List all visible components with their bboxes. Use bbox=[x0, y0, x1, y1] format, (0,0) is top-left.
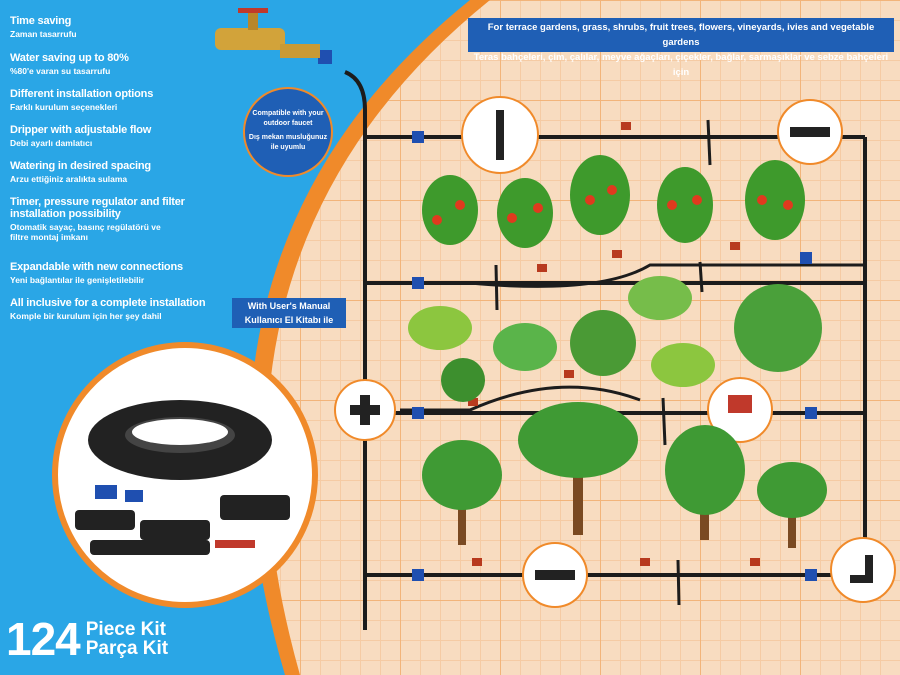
feature-en: All inclusive for a complete installatio… bbox=[10, 297, 206, 309]
faucet-badge-en: Compatible with your outdoor faucet bbox=[252, 110, 324, 127]
feature-item: All inclusive for a complete installatio… bbox=[10, 297, 206, 321]
usage-banner-en: For terrace gardens, grass, shrubs, frui… bbox=[487, 22, 875, 48]
faucet-compatibility-badge: Compatible with your outdoor faucet Dış … bbox=[243, 87, 333, 177]
usage-banner: For terrace gardens, grass, shrubs, frui… bbox=[468, 18, 894, 78]
trees bbox=[422, 402, 827, 548]
blue-valves bbox=[318, 50, 817, 581]
tomato-plants bbox=[422, 155, 805, 248]
drip-pipes bbox=[344, 70, 867, 630]
hose-coil bbox=[88, 400, 272, 480]
faucet-icon bbox=[215, 8, 320, 58]
feature-tr: Zaman tasarrufu bbox=[10, 29, 77, 39]
kit-label-en: Piece Kit bbox=[85, 619, 167, 640]
manual-banner: With User's Manual Kullanıcı El Kitabı i… bbox=[232, 298, 346, 328]
feature-item: Timer, pressure regulator and filter ins… bbox=[10, 196, 210, 242]
feature-en: Expandable with new connections bbox=[10, 261, 183, 273]
stakes bbox=[494, 119, 712, 606]
feature-en: Water saving up to 80% bbox=[10, 52, 129, 64]
usage-banner-tr: Teras bahçeleri, çim, çalılar, meyve ağa… bbox=[473, 52, 889, 78]
feature-en: Timer, pressure regulator and filter ins… bbox=[10, 196, 185, 220]
feature-item: Water saving up to 80% %80'e varan su tas… bbox=[10, 52, 129, 76]
faucet-badge-tr: Dış mekan musluğunuz ile uyumlu bbox=[248, 134, 328, 151]
feature-tr: %80'e varan su tasarrufu bbox=[10, 66, 111, 76]
manual-banner-en: With User's Manual bbox=[247, 301, 331, 311]
red-drippers bbox=[468, 122, 760, 566]
manual-banner-tr: Kullanıcı El Kitabı ile bbox=[244, 315, 334, 325]
feature-en: Different installation options bbox=[10, 88, 154, 100]
kit-label-tr: Parça Kit bbox=[85, 638, 169, 659]
feature-tr: Debi ayarlı damlatıcı bbox=[10, 138, 93, 148]
feature-tr: Otomatik sayaç, basınç regülatörü ve fil… bbox=[10, 222, 161, 242]
feature-en: Time saving bbox=[10, 15, 72, 27]
feature-tr: Arzu ettiğiniz aralıkta sulama bbox=[10, 174, 128, 184]
kit-fittings bbox=[75, 485, 290, 555]
feature-en: Dripper with adjustable flow bbox=[10, 124, 152, 136]
kit-title: 124 Piece Kit Parça Kit bbox=[6, 612, 168, 666]
feature-tr: Yeni bağlantılar ile genişletilebilir bbox=[10, 275, 145, 285]
kit-piece-count: 124 bbox=[6, 613, 81, 665]
vegetables-and-shrubs bbox=[408, 276, 822, 402]
feature-tr: Komple bir kurulum için her şey dahil bbox=[10, 311, 162, 321]
feature-tr: Farklı kurulum seçenekleri bbox=[10, 102, 118, 112]
elbow-detail bbox=[830, 537, 896, 603]
feature-en: Watering in desired spacing bbox=[10, 160, 151, 172]
